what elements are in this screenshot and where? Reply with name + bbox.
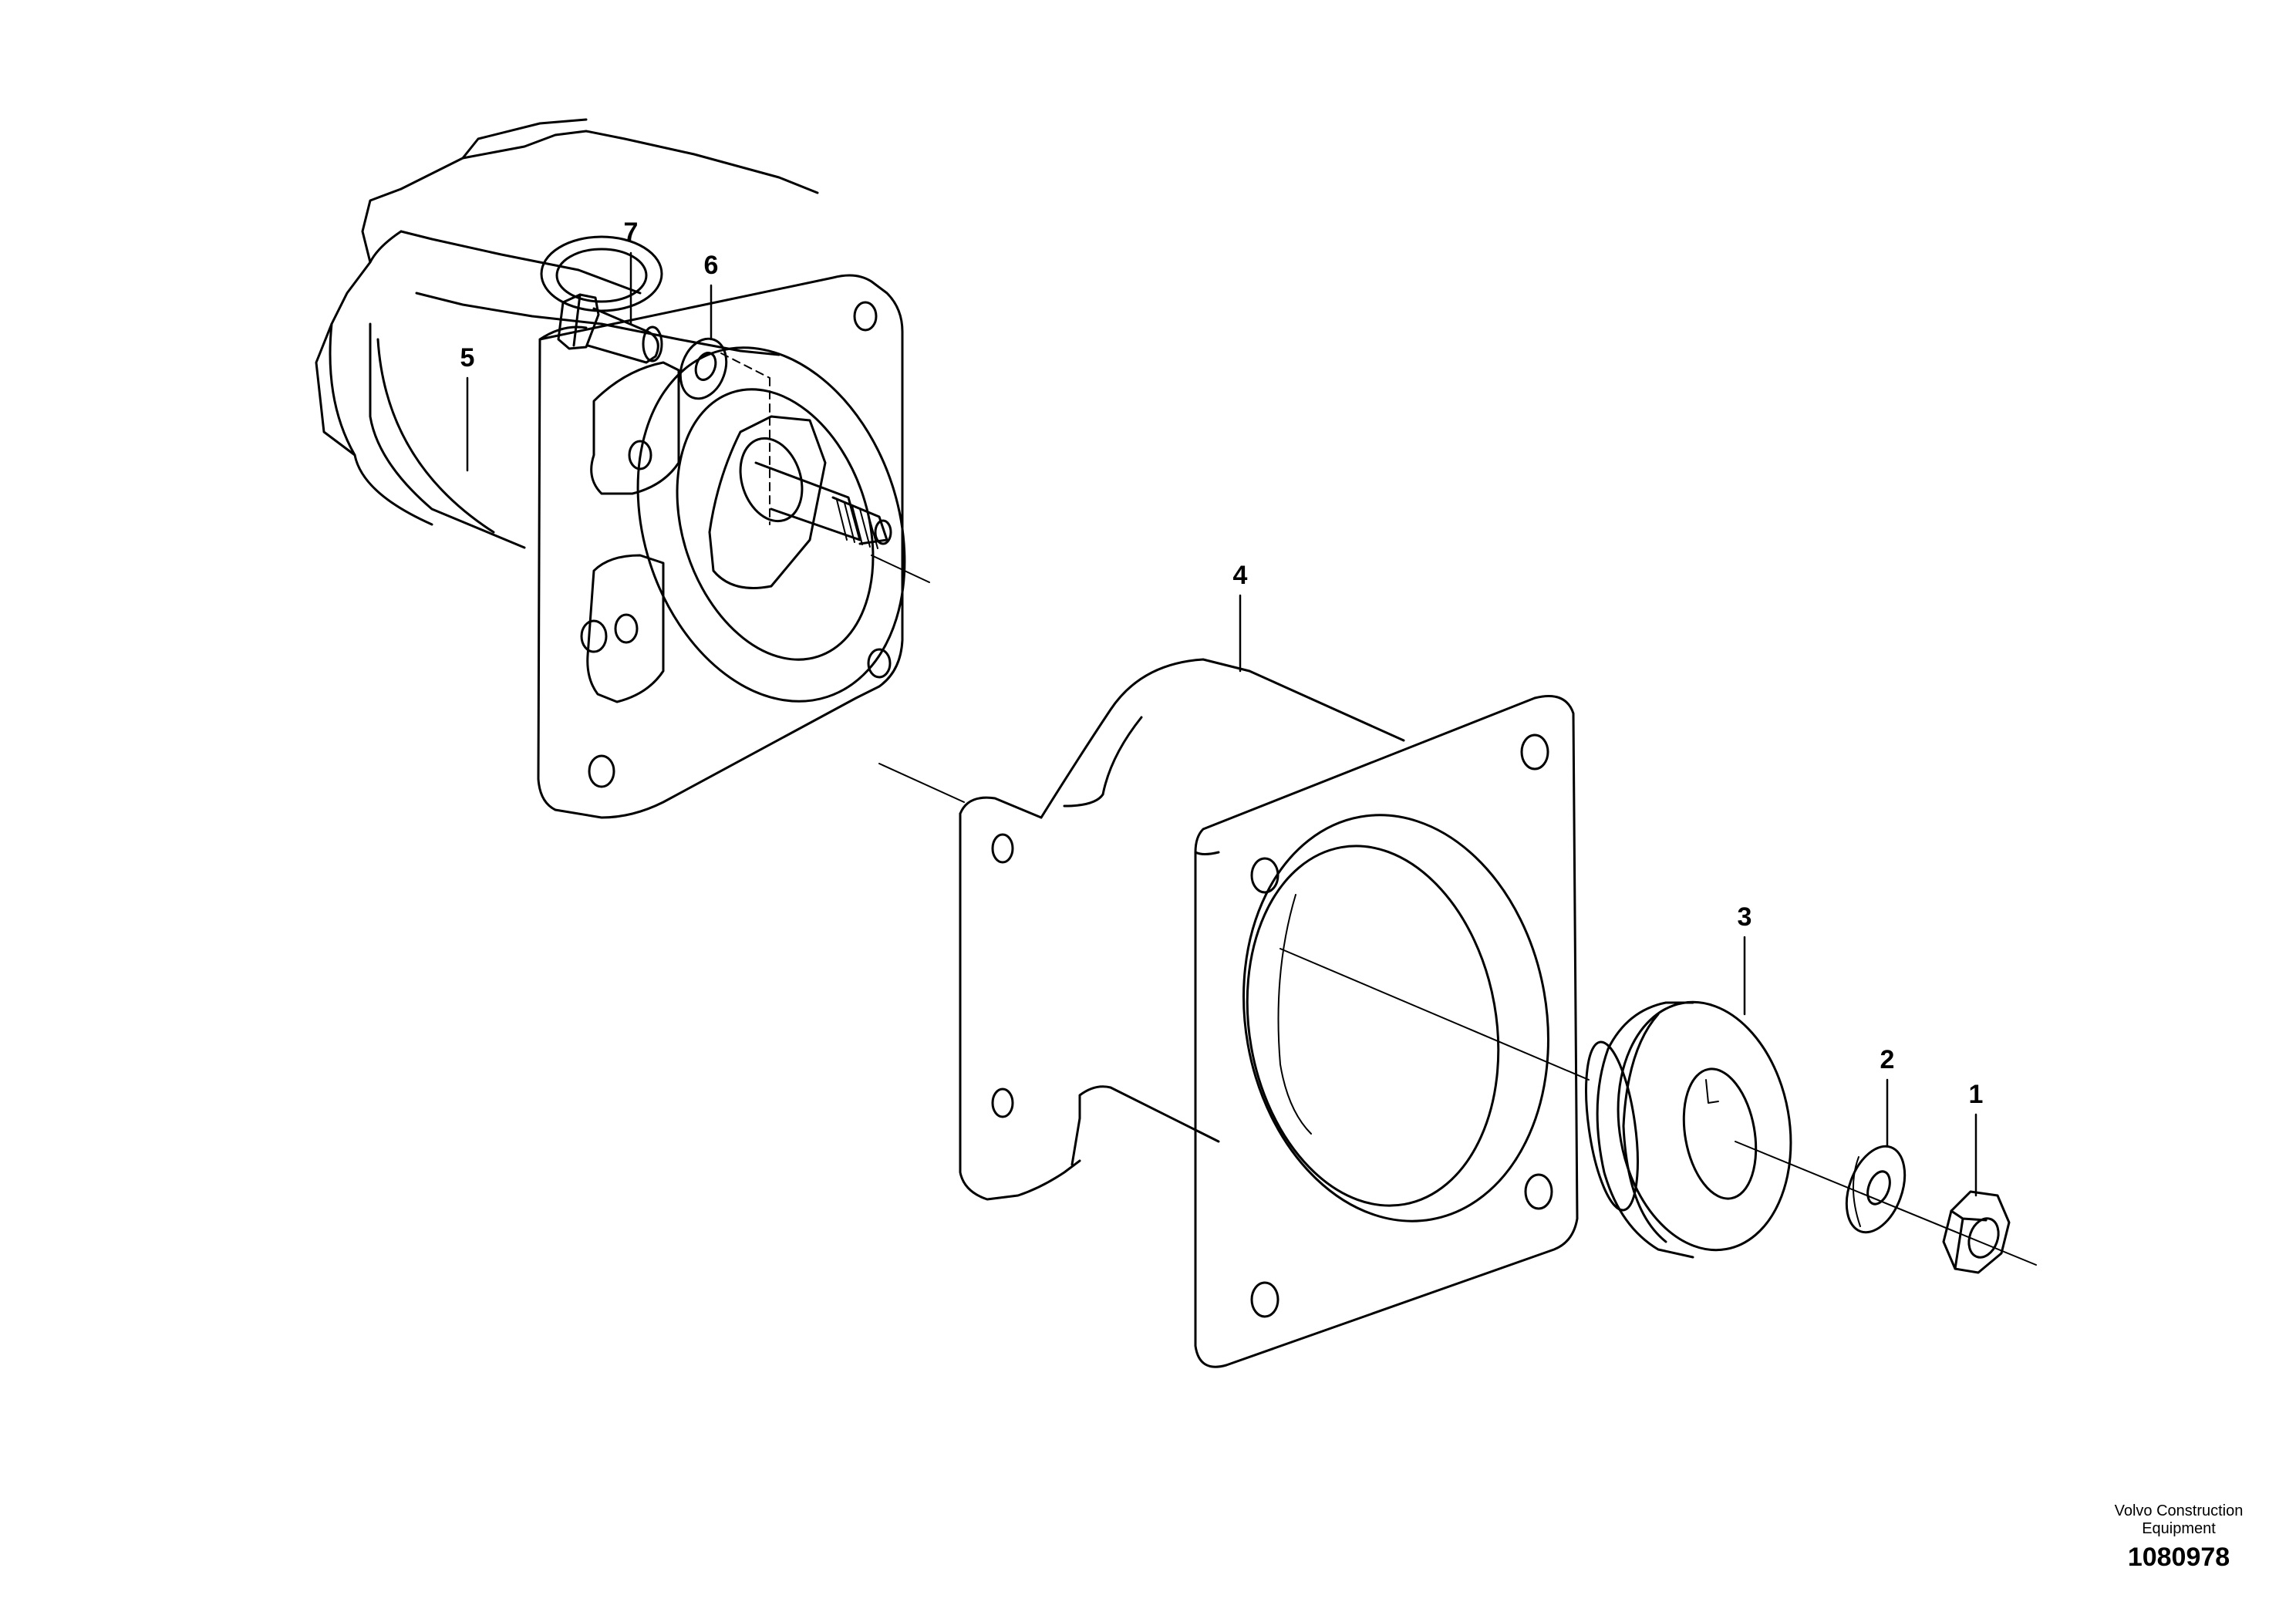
washer-part-2 [1845, 1145, 1907, 1234]
bolt-part-7 [557, 293, 663, 364]
gear-pump-part-5 [315, 118, 906, 819]
callout-4: 4 [1233, 561, 1248, 590]
drawing-reference-number: 1080978 [2127, 1543, 2230, 1572]
leader-lines [466, 251, 1977, 1197]
bell-housing-part-4 [959, 658, 1579, 1368]
callout-7: 7 [624, 218, 639, 247]
callout-labels: 7 6 5 4 3 2 1 [460, 218, 1984, 1109]
nut-part-1 [1942, 1190, 2011, 1274]
callout-2: 2 [1880, 1045, 1895, 1074]
callout-1: 1 [1969, 1080, 1984, 1109]
credit-line-2: Equipment [2142, 1520, 2216, 1537]
callout-5: 5 [460, 343, 475, 373]
callout-6: 6 [704, 251, 719, 280]
credit-line-1: Volvo Construction [2114, 1502, 2244, 1519]
assembly-axis-lines [720, 352, 2037, 1266]
manufacturer-credit: Volvo Construction Equipment [2082, 1502, 2275, 1538]
callout-3: 3 [1738, 902, 1752, 932]
coupling-part-3 [1585, 1000, 1792, 1259]
